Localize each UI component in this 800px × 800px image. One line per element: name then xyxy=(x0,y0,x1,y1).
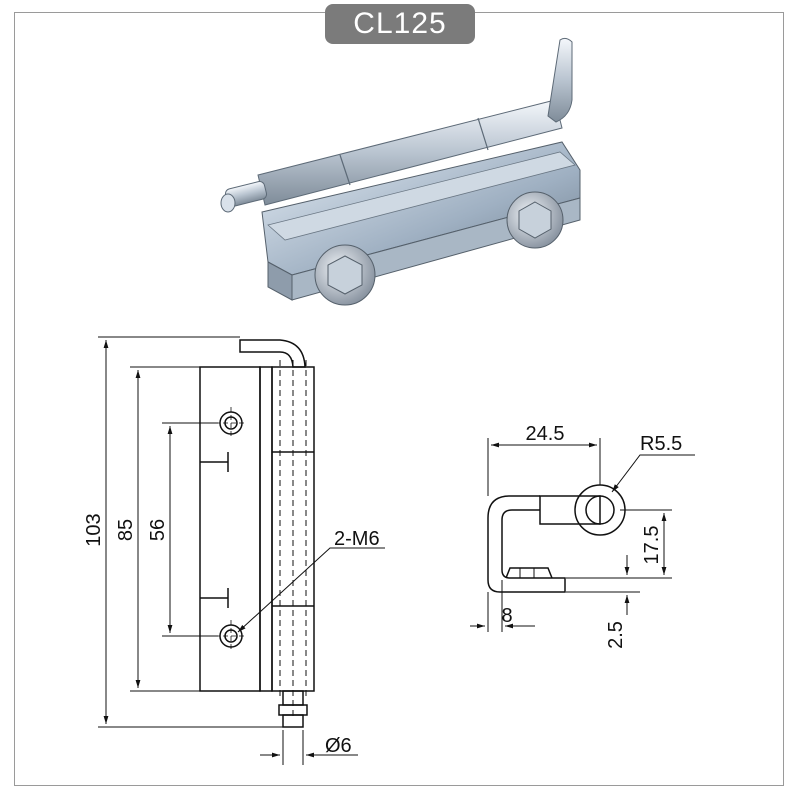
thread-callout: 2-M6 xyxy=(334,528,380,550)
dim-pin-diameter: Ø6 xyxy=(325,735,352,757)
dim-hole-spacing: 56 xyxy=(147,519,169,541)
dim-radius: R5.5 xyxy=(640,433,682,455)
dim-body-height: 85 xyxy=(115,519,137,541)
front-view xyxy=(199,339,315,728)
side-view xyxy=(487,484,626,593)
side-dimensions xyxy=(470,438,695,632)
hinge-product-image xyxy=(220,37,581,306)
dim-handle-width: 24.5 xyxy=(526,423,565,445)
dim-gap: 2.5 xyxy=(605,621,627,649)
dim-overall-height: 103 xyxy=(83,513,105,546)
dim-handle-height: 17.5 xyxy=(641,526,663,565)
front-dimensions xyxy=(98,336,385,765)
model-badge: CL125 xyxy=(325,4,475,44)
dim-leaf-offset: 8 xyxy=(501,605,512,627)
